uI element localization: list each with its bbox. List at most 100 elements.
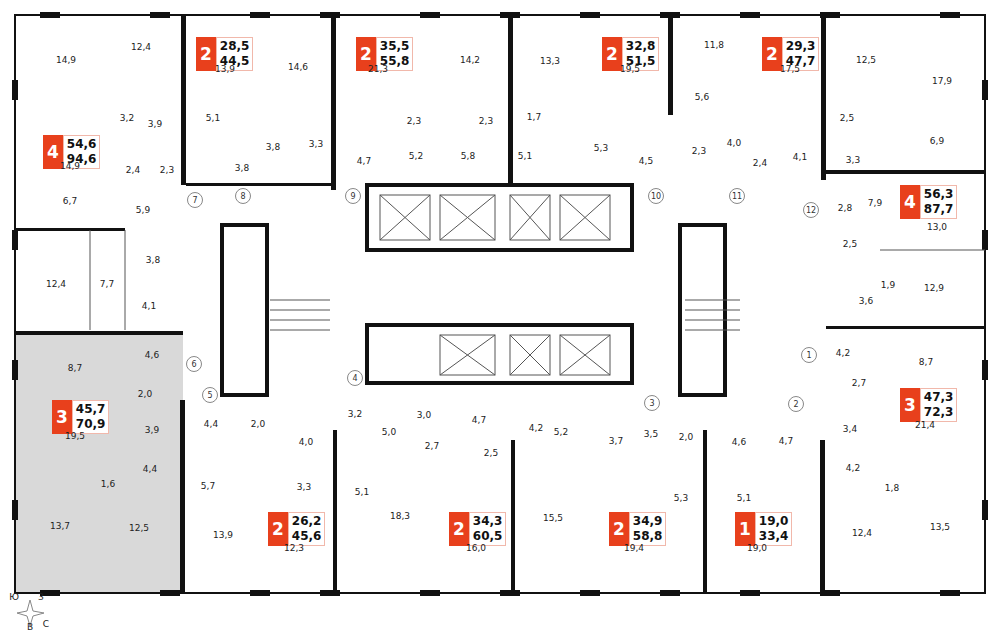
room-area: 19,5 <box>620 65 640 74</box>
room-area: 5,1 <box>355 488 369 497</box>
area-value: 19,0 <box>759 514 789 529</box>
entrance-number: 1 <box>801 347 817 363</box>
room-count: 2 <box>762 37 782 71</box>
area-box: 45,770,9 <box>72 400 110 434</box>
room-area: 3,8 <box>235 164 249 173</box>
room-area: 6,7 <box>63 197 77 206</box>
room-area: 8,7 <box>919 358 933 367</box>
room-area: 12,4 <box>46 280 66 289</box>
area-box: 56,387,7 <box>920 185 958 219</box>
room-area: 4,6 <box>145 351 159 360</box>
room-area: 13,9 <box>215 65 235 74</box>
room-area: 21,3 <box>368 65 388 74</box>
room-area: 7,9 <box>868 199 882 208</box>
apartment-badge: 119,033,4 <box>735 512 792 546</box>
room-area: 12,3 <box>284 544 304 553</box>
room-area: 4,7 <box>472 416 486 425</box>
room-area: 1,9 <box>881 281 895 290</box>
room-area: 4,2 <box>846 464 860 473</box>
entrance-label: 12 <box>806 206 816 215</box>
entrance-label: 3 <box>649 399 654 408</box>
area-value: 72,3 <box>924 405 954 420</box>
room-area: 3,9 <box>148 120 162 129</box>
area-value: 28,5 <box>220 39 250 54</box>
room-area: 13,0 <box>927 223 947 232</box>
entrance-number: 11 <box>729 188 745 204</box>
room-area: 17,5 <box>780 65 800 74</box>
room-area: 5,1 <box>206 114 220 123</box>
room-area: 11,8 <box>704 41 724 50</box>
entrance-number: 4 <box>347 370 363 386</box>
room-area: 5,1 <box>518 152 532 161</box>
room-area: 19,4 <box>624 544 644 553</box>
area-value: 33,4 <box>759 529 789 544</box>
room-area: 12,4 <box>131 43 151 52</box>
room-area: 3,3 <box>846 156 860 165</box>
entrance-label: 7 <box>192 196 197 205</box>
area-value: 45,6 <box>292 529 322 544</box>
room-count: 2 <box>449 512 469 546</box>
room-area: 2,3 <box>407 117 421 126</box>
room-area: 4,2 <box>836 349 850 358</box>
room-area: 19,5 <box>65 432 85 441</box>
room-area: 2,3 <box>479 117 493 126</box>
entrance-number: 7 <box>187 192 203 208</box>
entrance-label: 11 <box>732 192 742 201</box>
apartment-badge: 226,245,6 <box>268 512 325 546</box>
room-area: 3,8 <box>266 143 280 152</box>
area-value: 35,5 <box>380 39 410 54</box>
room-area: 5,3 <box>594 144 608 153</box>
room-area: 19,0 <box>747 544 767 553</box>
room-area: 3,3 <box>297 483 311 492</box>
room-area: 3,7 <box>609 437 623 446</box>
entrance-label: 1 <box>806 351 811 360</box>
room-area: 5,2 <box>554 428 568 437</box>
room-area: 3,9 <box>145 426 159 435</box>
area-value: 58,8 <box>633 529 663 544</box>
room-area: 4,4 <box>143 465 157 474</box>
room-area: 8,7 <box>68 364 82 373</box>
room-area: 17,9 <box>932 77 952 86</box>
area-box: 34,360,5 <box>469 512 507 546</box>
entrance-label: 9 <box>350 192 355 201</box>
room-area: 2,3 <box>692 147 706 156</box>
area-box: 26,245,6 <box>288 512 326 546</box>
entrance-label: 6 <box>191 360 196 369</box>
room-area: 4,1 <box>142 302 156 311</box>
room-area: 2,4 <box>753 159 767 168</box>
room-area: 2,5 <box>843 240 857 249</box>
room-area: 1,8 <box>885 484 899 493</box>
compass-letter: С <box>43 620 49 629</box>
room-area: 3,2 <box>348 410 362 419</box>
room-area: 4,5 <box>639 157 653 166</box>
apartment-badge: 456,387,7 <box>900 185 957 219</box>
room-count: 2 <box>602 37 622 71</box>
room-count: 2 <box>196 37 216 71</box>
room-area: 2,4 <box>126 166 140 175</box>
area-box: 47,372,3 <box>920 388 958 422</box>
area-value: 26,2 <box>292 514 322 529</box>
room-area: 21,4 <box>915 421 935 430</box>
room-area: 15,5 <box>543 514 563 523</box>
room-area: 1,6 <box>101 480 115 489</box>
room-area: 16,0 <box>466 544 486 553</box>
room-area: 5,9 <box>136 206 150 215</box>
room-area: 4,2 <box>529 424 543 433</box>
room-count: 2 <box>268 512 288 546</box>
entrance-number: 10 <box>648 188 664 204</box>
room-area: 12,5 <box>129 524 149 533</box>
room-area: 4,0 <box>299 438 313 447</box>
area-value: 87,7 <box>924 202 954 217</box>
room-area: 2,8 <box>838 204 852 213</box>
room-count: 3 <box>52 400 72 434</box>
room-area: 7,7 <box>100 280 114 289</box>
room-area: 3,2 <box>120 114 134 123</box>
area-value: 47,3 <box>924 390 954 405</box>
room-area: 5,3 <box>674 494 688 503</box>
entrance-number: 2 <box>788 396 804 412</box>
room-area: 4,1 <box>793 153 807 162</box>
room-area: 4,4 <box>204 420 218 429</box>
area-box: 19,033,4 <box>755 512 793 546</box>
entrance-number: 5 <box>202 387 218 403</box>
